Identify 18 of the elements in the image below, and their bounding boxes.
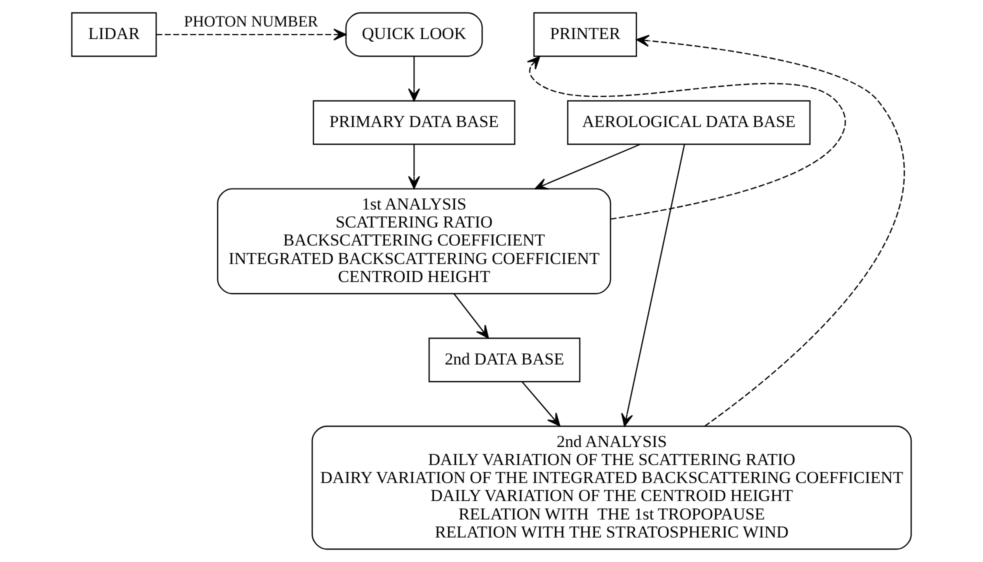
arrow bbox=[522, 381, 560, 426]
arrow bbox=[408, 56, 420, 102]
node-box: PRINTER bbox=[533, 12, 638, 57]
node-box: PRIMARY DATA BASE bbox=[312, 100, 516, 145]
arrow bbox=[621, 144, 686, 427]
node-box: LIDAR bbox=[71, 12, 157, 57]
node-box: 2nd DATA BASE bbox=[428, 338, 580, 382]
node-box: 2nd ANALYSIS DAILY VARIATION OF THE SCATTERING RATIO DAIRY VARIATION OF THE INTEGRATED BACKSCATTERING COEFFICIENT DAILY VARIATION OF THE CENTROID HEIGHT RELATION WITH THE 1st TROPOPAUSE RELATION WITH THE STRATOSPHERIC WIND bbox=[312, 426, 912, 550]
arrow bbox=[454, 293, 489, 339]
node-box: AEROLOGICAL DATA BASE bbox=[567, 100, 811, 145]
arrow bbox=[534, 144, 641, 190]
edge-label: PHOTON NUMBER bbox=[184, 14, 318, 31]
arrow bbox=[156, 28, 347, 41]
node-box: QUICK LOOK bbox=[345, 12, 483, 57]
arrow bbox=[408, 144, 420, 190]
arrow bbox=[636, 34, 904, 427]
arrow bbox=[526, 56, 846, 220]
node-box: 1st ANALYSIS SCATTERING RATIO BACKSCATTERING COEFFICIENT INTEGRATED BACKSCATTERING COEFFICIENT CENTROID HEIGHT bbox=[217, 188, 612, 294]
